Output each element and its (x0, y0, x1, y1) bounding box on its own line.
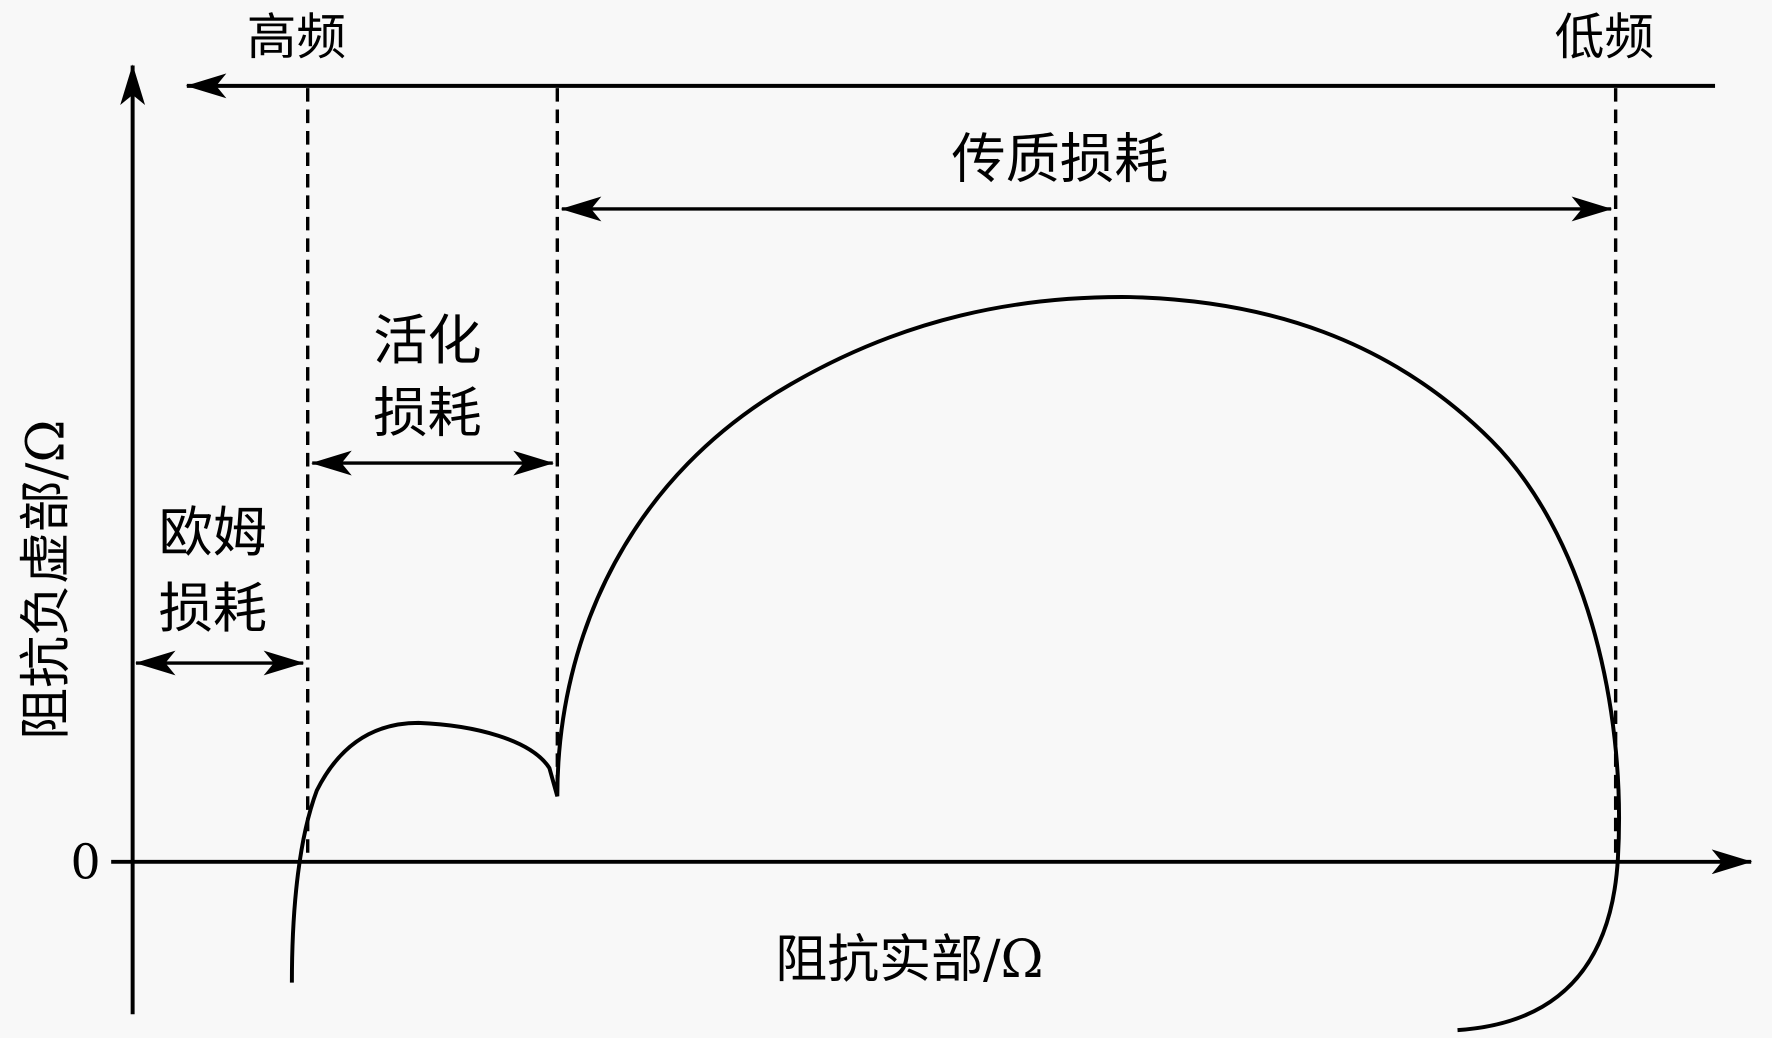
high-frequency-label: 高频 (247, 8, 346, 66)
ohmic-loss-label-line2: 损耗 (159, 577, 267, 640)
activation-loss-label-line1: 活化 (373, 309, 481, 372)
low-frequency-label: 低频 (1555, 8, 1654, 66)
ohmic-loss-label-line1: 欧姆 (159, 501, 267, 564)
origin-label: 0 (71, 836, 101, 891)
mass-transfer-loss-label: 传质损耗 (952, 127, 1169, 190)
x-axis-label: 阻抗实部/Ω (775, 930, 1043, 990)
activation-loss-label-line2: 损耗 (373, 381, 481, 444)
impedance-curve (289, 295, 1622, 1033)
y-axis-label: 阻抗负虚部/Ω (17, 420, 77, 740)
